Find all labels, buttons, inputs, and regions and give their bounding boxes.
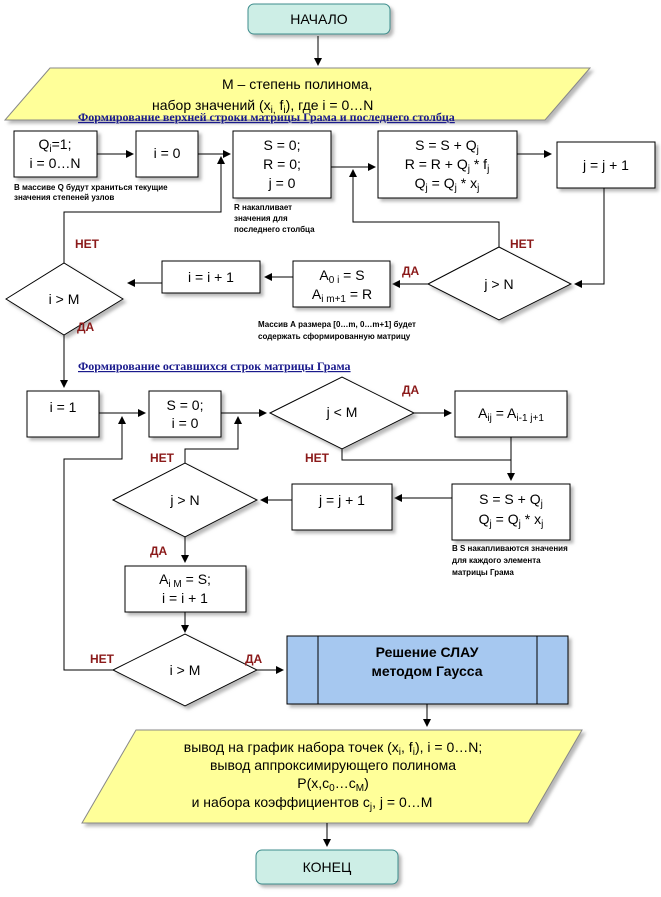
box-i-increment-1 [161,260,261,294]
box-aij [454,390,568,438]
box-a-assign-line-2: Ai m+1 = R [312,286,372,305]
decision-j-lt-m-label: j < M [326,404,358,420]
label-yes-5: ДА [245,652,263,666]
output-line-1: вывод на график набора точек (xi, fi), i… [184,739,482,758]
box-q-init-line-1: Qi=1; [39,136,72,155]
decision-j-gt-n-1-label: j > N [483,276,513,292]
box-j-increment-1-label: j = j + 1 [582,157,629,173]
label-no-1: НЕТ [510,237,535,251]
input-line-1: M – степень полинома, [222,76,372,92]
box-srj-line-1: S = 0; [264,137,301,153]
box-srj-line-2: R = 0; [263,156,301,172]
box-i-zero [135,130,199,178]
start-terminal [247,3,391,35]
end-label: КОНЕЦ [303,859,352,875]
box-s-accumulate-2-line-2: Qj = Qj * xj [479,511,544,530]
box-j-increment-2 [291,483,393,531]
box-aim-assign-line-2: i = i + 1 [162,590,208,606]
section-1-title: Формирование верхней строки матрицы Грам… [78,110,455,124]
label-no-4: НЕТ [150,451,175,465]
box-accumulate [377,130,518,199]
end-terminal [255,849,399,885]
note-s-line-1: В S накапливаются значения [452,544,568,553]
box-s-zero-2 [148,390,222,438]
box-i-increment-1-label: i = i + 1 [188,269,234,285]
box-a-assign [292,260,391,308]
section-2-title: Формирование оставшихся строк матрицы Гр… [78,359,351,373]
box-i-one-label: i = 1 [50,399,77,415]
box-q-init-line-2: i = 0…N [30,155,81,171]
label-yes-2: ДА [77,320,95,334]
box-accumulate-line-1: S = S + Qj [415,137,479,156]
decision-j-gt-n-2 [111,462,259,538]
start-label: НАЧАЛО [290,11,348,27]
label-no-5: НЕТ [90,652,115,666]
box-s-accumulate-2-line-1: S = S + Qj [479,491,543,510]
label-no-2: НЕТ [75,237,100,251]
box-accumulate-line-3: Qj = Qj * xj [415,175,480,194]
decision-j-gt-n-2-label: j > N [169,492,199,508]
output-line-3: P(x,c0…cM) [297,775,368,794]
box-q-init [13,130,98,178]
note-s-line-3: матрицы Грама [452,568,514,577]
box-accumulate-line-2: R = R + Qj * fj [405,156,490,175]
box-aij-label: Aij = Ai-1 j+1 [478,405,544,424]
box-srj-init [232,130,332,199]
note-r-line-2: значения для [234,214,288,223]
box-aim-assign [124,565,247,613]
decision-i-gt-m-1-label: i > M [49,291,80,307]
note-q-line-2: значения степеней узлов [14,193,114,202]
label-yes-4: ДА [150,544,168,558]
box-srj-line-3: j = 0 [268,175,296,191]
decision-i-gt-m-2-label: i > M [170,662,201,678]
decision-i-gt-m-1 [5,262,124,336]
box-s-zero-2-line-1: S = 0; [167,397,204,413]
label-no-3: НЕТ [305,451,330,465]
output-line-2: вывод аппроксимирующего полинома [210,757,456,773]
output-line-4: и набора коэффициентов cj, j = 0…M [192,794,433,813]
box-s-zero-2-line-2: i = 0 [172,415,199,431]
box-a-assign-line-1: A0 i = S [319,267,364,286]
box-gauss [286,635,569,705]
note-r-line-3: последнего столбца [234,225,315,234]
note-q-line-1: В массиве Q будут храниться текущие [14,183,168,192]
box-j-increment-1 [556,141,656,189]
box-gauss-line-1: Решение СЛАУ [376,644,479,660]
box-aim-assign-line-1: Ai M = S; [159,571,211,590]
decision-j-gt-n-1 [426,246,573,321]
label-yes-3: ДА [402,383,420,397]
note-a-line-2: содержать сформированную матрицу [258,332,411,341]
note-r-line-1: R накапливает [234,203,292,212]
box-i-zero-label: i = 0 [154,145,181,161]
output-parallelogram [81,729,583,824]
note-s-line-2: для каждого элемента [452,556,541,565]
box-i-one [26,390,100,438]
input-parallelogram [3,67,592,121]
box-j-increment-2-label: j = j + 1 [318,492,365,508]
box-gauss-line-2: методом Гаусса [371,663,482,679]
box-s-accumulate-2 [451,483,571,541]
note-a-line-1: Массив А размера [0…m, 0…m+1] будет [258,320,416,329]
input-line-2: набор значений (xi, fi), где i = 0…N [152,97,373,116]
label-yes-1: ДА [402,264,420,278]
